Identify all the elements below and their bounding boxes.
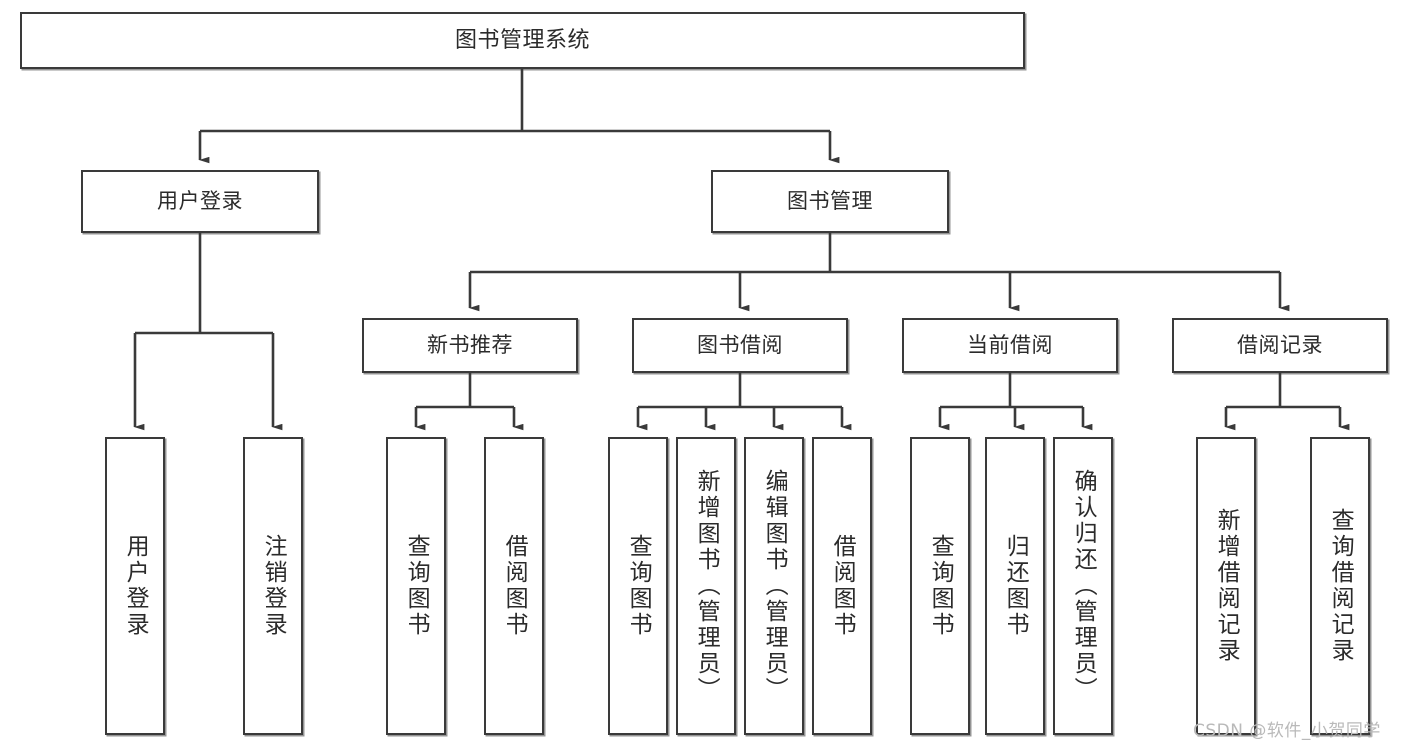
node-leaf-current-query[interactable]: 查询图书 [910,437,970,735]
node-leaf-borrow-query-label: 查询图书 [625,534,652,638]
node-leaf-borrow-add[interactable]: 新增图书（管理员） [676,437,736,735]
node-leaf-borrow-query[interactable]: 查询图书 [608,437,668,735]
node-leaf-user-logout-label: 注销登录 [260,534,287,638]
node-leaf-current-query-label: 查询图书 [927,534,954,638]
node-leaf-current-return-label: 归还图书 [1002,534,1029,638]
node-leaf-current-return[interactable]: 归还图书 [985,437,1045,735]
node-borrow-record-label: 借阅记录 [1237,333,1323,358]
node-root-label: 图书管理系统 [454,27,590,53]
node-book-borrow[interactable]: 图书借阅 [632,318,848,373]
node-leaf-current-confirm-label: 确认归还（管理员） [1070,469,1097,703]
node-leaf-user-login[interactable]: 用户登录 [105,437,165,735]
node-leaf-user-logout[interactable]: 注销登录 [243,437,303,735]
node-leaf-borrow-lend[interactable]: 借阅图书 [812,437,872,735]
node-book-borrow-label: 图书借阅 [697,333,783,358]
node-user-login-label: 用户登录 [157,189,243,214]
node-current-borrow-label: 当前借阅 [967,333,1053,358]
node-root[interactable]: 图书管理系统 [20,12,1025,69]
node-leaf-recommend-borrow[interactable]: 借阅图书 [484,437,544,735]
csdn-watermark: CSDN @软件_小贺同学 [1193,721,1381,741]
node-leaf-recommend-borrow-label: 借阅图书 [501,534,528,638]
node-leaf-borrow-edit-label: 编辑图书（管理员） [761,469,788,703]
node-leaf-current-confirm[interactable]: 确认归还（管理员） [1053,437,1113,735]
node-leaf-borrow-edit[interactable]: 编辑图书（管理员） [744,437,804,735]
node-leaf-borrow-add-label: 新增图书（管理员） [693,469,720,703]
node-borrow-record[interactable]: 借阅记录 [1172,318,1388,373]
node-book-manage-label: 图书管理 [787,189,873,214]
node-user-login[interactable]: 用户登录 [81,170,319,233]
node-new-book-recommend[interactable]: 新书推荐 [362,318,578,373]
node-new-book-recommend-label: 新书推荐 [427,333,513,358]
node-leaf-recommend-query[interactable]: 查询图书 [386,437,446,735]
node-leaf-record-query-label: 查询借阅记录 [1327,508,1354,664]
node-leaf-borrow-lend-label: 借阅图书 [829,534,856,638]
node-book-manage[interactable]: 图书管理 [711,170,949,233]
node-leaf-record-add-label: 新增借阅记录 [1213,508,1240,664]
node-leaf-record-query[interactable]: 查询借阅记录 [1310,437,1370,735]
node-leaf-recommend-query-label: 查询图书 [403,534,430,638]
node-leaf-user-login-label: 用户登录 [122,534,149,638]
node-current-borrow[interactable]: 当前借阅 [902,318,1118,373]
node-leaf-record-add[interactable]: 新增借阅记录 [1196,437,1256,735]
